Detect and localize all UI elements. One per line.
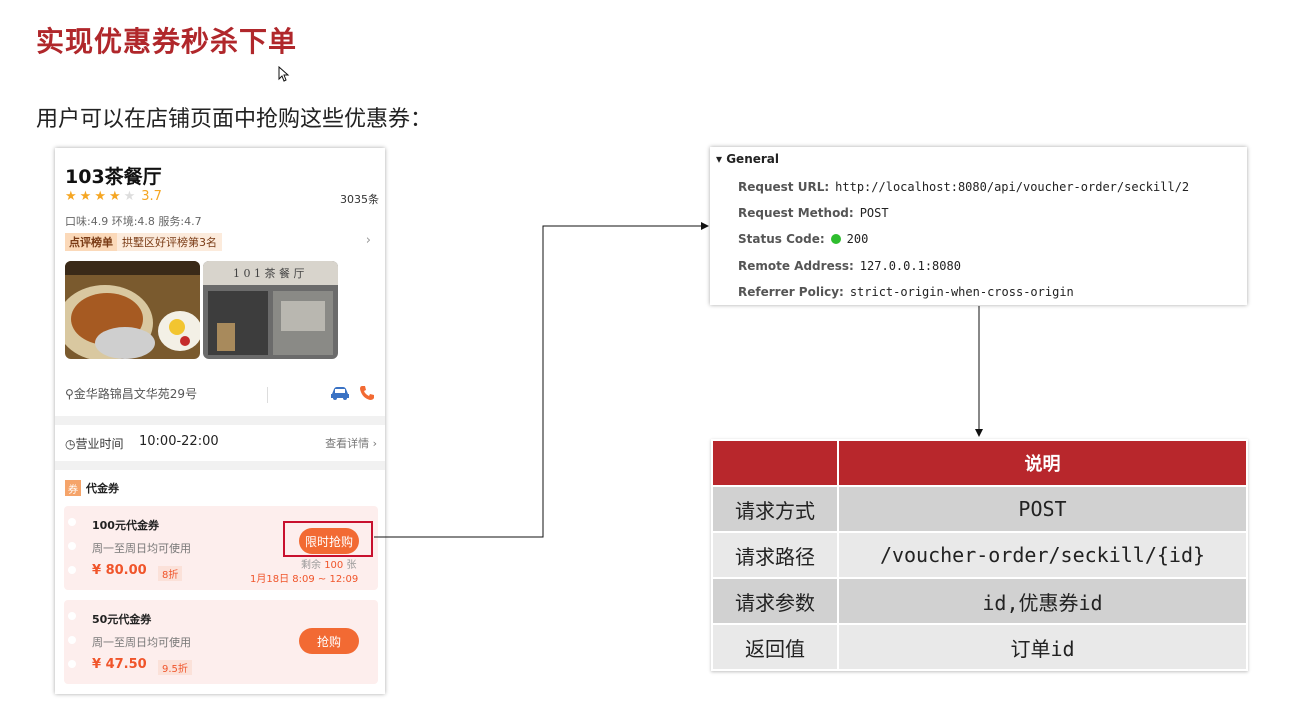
- car-icon[interactable]: [329, 385, 351, 401]
- shop-name: 103茶餐厅: [65, 166, 162, 188]
- view-details-link[interactable]: 查看详情 ›: [325, 437, 377, 450]
- remaining-count: 剩余 100 张: [301, 560, 357, 571]
- field-key: Referrer Policy:: [738, 285, 844, 299]
- address-row: ⚲金华路锦昌文华苑29号: [65, 385, 375, 405]
- table-value-cell: id,优惠券id: [837, 577, 1248, 625]
- api-spec-table: 说明 请求方式 POST 请求路径 /voucher-order/seckill…: [711, 439, 1248, 671]
- star-empty-icon: ★: [123, 189, 136, 204]
- chevron-right-icon: ›: [365, 233, 371, 248]
- status-ok-icon: [830, 234, 841, 244]
- sub-scores: 口味:4.9 环境:4.8 服务:4.7: [65, 215, 202, 228]
- separator: [55, 461, 385, 470]
- section-label: 代金券: [86, 482, 119, 495]
- voucher-discount: 8折: [158, 566, 183, 581]
- rank-tag: 点评榜单: [65, 233, 117, 251]
- devtools-general-panel: ▾ General Request URL: http://localhost:…: [710, 147, 1247, 305]
- general-label: General: [726, 152, 780, 166]
- svg-text:1 0 1 茶 餐 厅: 1 0 1 茶 餐 厅: [233, 266, 304, 280]
- address-text: 金华路锦昌文华苑29号: [73, 387, 198, 401]
- star-icon: ★: [79, 189, 92, 204]
- table-row: 返回值 订单id: [711, 623, 1248, 671]
- table-header-row: 说明: [711, 439, 1248, 487]
- voucher-title: 50元代金券: [92, 613, 152, 626]
- star-icon: ★: [108, 189, 121, 204]
- voucher-section-header: 券 代金券: [65, 480, 119, 496]
- storefront-photo[interactable]: 1 0 1 茶 餐 厅: [203, 261, 338, 359]
- general-section-toggle[interactable]: ▾ General: [716, 152, 780, 166]
- table-value-cell: /voucher-order/seckill/{id}: [837, 531, 1248, 579]
- field-key: Request Method:: [738, 206, 854, 220]
- star-icon: ★: [65, 189, 77, 204]
- table-row: 请求方式 POST: [711, 485, 1248, 533]
- buy-button[interactable]: 抢购: [299, 628, 359, 654]
- decor-dots: [68, 518, 76, 590]
- decor-dots: [68, 612, 76, 684]
- separator: [55, 416, 385, 425]
- hours-label-text: 营业时间: [75, 437, 124, 451]
- shop-address[interactable]: ⚲金华路锦昌文华苑29号: [65, 387, 198, 401]
- voucher-discount: 9.5折: [158, 660, 192, 675]
- hours-value: 10:00-22:00: [139, 434, 219, 449]
- rank-text: 拱墅区好评榜第3名: [117, 233, 222, 251]
- table-value-cell: 订单id: [837, 623, 1248, 671]
- rating-value: 3.7: [141, 189, 162, 204]
- phone-icon[interactable]: [359, 385, 375, 401]
- divider: [267, 387, 268, 403]
- hours-label: ◷营业时间: [65, 437, 124, 451]
- voucher-icon: 券: [65, 480, 81, 496]
- rank-banner[interactable]: 点评榜单 拱墅区好评榜第3名 ›: [65, 233, 375, 251]
- table-row: 请求参数 id,优惠券id: [711, 577, 1248, 625]
- table-key-cell: 请求方式: [711, 485, 839, 533]
- status-code-row: Status Code: 200: [738, 232, 868, 246]
- business-hours-row: ◷营业时间 10:00-22:00 查看详情 ›: [65, 434, 377, 452]
- slide-subtitle: 用户可以在店铺页面中抢购这些优惠券：: [36, 107, 433, 132]
- request-method-row: Request Method: POST: [738, 206, 889, 220]
- table-value-cell: POST: [837, 485, 1248, 533]
- mouse-cursor-icon: [278, 66, 290, 82]
- review-count[interactable]: 3035条: [340, 193, 379, 206]
- field-key: Remote Address:: [738, 259, 854, 273]
- table-header-cell: 说明: [837, 439, 1248, 487]
- table-key-cell: 请求参数: [711, 577, 839, 625]
- field-value: 127.0.0.1:8080: [859, 259, 961, 273]
- voucher-description: 周一至周日均可使用: [92, 542, 191, 555]
- referrer-policy-row: Referrer Policy: strict-origin-when-cros…: [738, 285, 1074, 299]
- shop-page-panel: 103茶餐厅 ★ ★ ★ ★ ★ 3.7 3035条 口味:4.9 环境:4.8…: [55, 148, 385, 694]
- star-icon: ★: [94, 189, 106, 204]
- table-key-cell: 返回值: [711, 623, 839, 671]
- voucher-card: 100元代金券 周一至周日均可使用 ¥ 80.00 8折 限时抢购 剩余 100…: [64, 506, 378, 590]
- arrow-to-request: [374, 222, 709, 538]
- table-key-cell: 请求路径: [711, 531, 839, 579]
- request-url-row: Request URL: http://localhost:8080/api/v…: [738, 180, 1189, 194]
- voucher-price: ¥ 80.00: [92, 563, 147, 578]
- star-rating: ★ ★ ★ ★ ★ 3.7: [65, 189, 162, 204]
- flash-sale-button[interactable]: 限时抢购: [299, 528, 359, 554]
- voucher-description: 周一至周日均可使用: [92, 636, 191, 649]
- food-photo[interactable]: [65, 261, 200, 359]
- voucher-price: ¥ 47.50: [92, 657, 147, 672]
- voucher-card: 50元代金券 周一至周日均可使用 ¥ 47.50 9.5折 抢购: [64, 600, 378, 684]
- highlight-box: [283, 521, 373, 557]
- table-row: 请求路径 /voucher-order/seckill/{id}: [711, 531, 1248, 579]
- field-value: http://localhost:8080/api/voucher-order/…: [835, 180, 1190, 194]
- field-value: POST: [859, 206, 889, 220]
- table-header-cell: [711, 439, 839, 487]
- remote-address-row: Remote Address: 127.0.0.1:8080: [738, 259, 961, 273]
- field-value: 200: [846, 232, 869, 246]
- voucher-title: 100元代金券: [92, 519, 159, 532]
- field-key: Request URL:: [738, 180, 830, 194]
- sale-time-window: 1月18日 8:09 ~ 12:09: [250, 574, 359, 585]
- slide-title: 实现优惠券秒杀下单: [36, 25, 298, 58]
- field-key: Status Code:: [738, 232, 825, 246]
- field-value: strict-origin-when-cross-origin: [849, 285, 1074, 299]
